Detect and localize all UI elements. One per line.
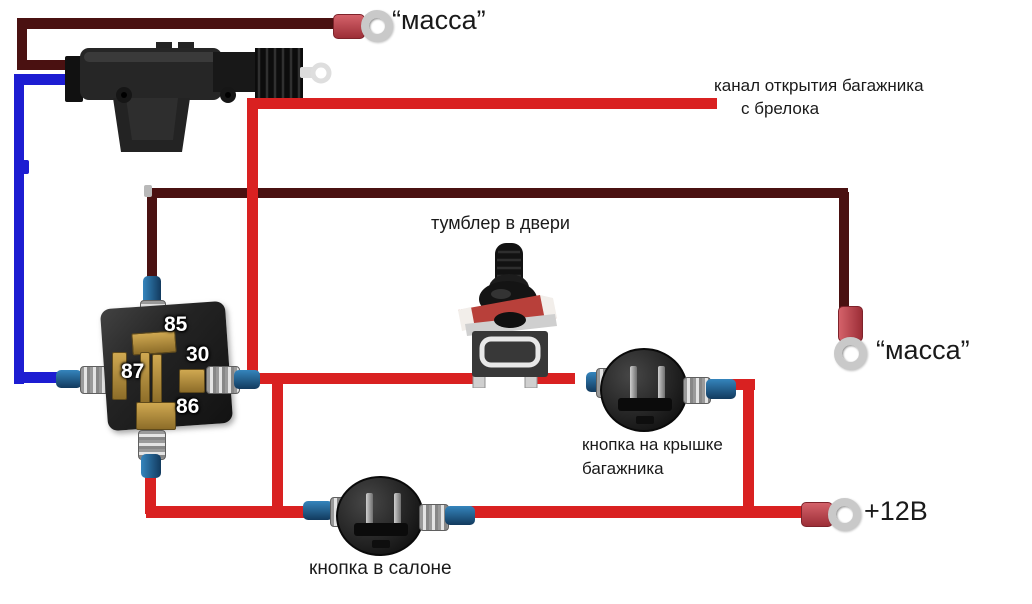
relay-pin85-terminal-sleeve — [143, 276, 161, 306]
relay-pin87-terminal-sleeve — [56, 370, 82, 388]
ground-right-ring-crimp — [838, 306, 863, 342]
cabin-button — [336, 476, 424, 556]
cabin-button-right-sleeve — [445, 506, 475, 525]
lock-actuator — [65, 42, 332, 152]
label-cabin-button: кнопка в салоне — [309, 558, 452, 579]
relay-pin-label-85: 85 — [164, 313, 188, 336]
wire-blue-splice-bump — [22, 160, 29, 174]
ground-top-ring-crimp — [333, 14, 365, 39]
ground-right-ring-terminal — [834, 337, 867, 370]
trunk-button-tab — [636, 416, 654, 424]
wire-relay30-to-toggle — [256, 373, 477, 384]
label-power-12v: +12В — [864, 496, 928, 526]
trunk-button-right-sleeve — [706, 379, 736, 399]
label-toggle-switch: тумблер в двери — [431, 213, 570, 233]
wire-actuator-blue-lead — [15, 74, 73, 85]
cabin-button-left-sleeve — [303, 501, 333, 520]
ground-top-ring-terminal — [361, 10, 393, 42]
cabin-button-tab — [372, 540, 390, 548]
relay-spade-30 — [179, 369, 205, 393]
relay-spade-center-b — [152, 354, 162, 404]
wire-mid-junction-drop — [272, 378, 283, 514]
wire-relay86-drop — [145, 474, 156, 514]
relay-spade-87 — [112, 352, 127, 400]
trunk-button-contact-post — [630, 366, 637, 404]
cabin-button-contact-post — [394, 493, 401, 529]
wire-ground-top-horizontal — [17, 18, 337, 29]
label-trunk-button-line1: кнопка на крышке — [582, 435, 723, 454]
cabin-button-contact-post — [366, 493, 373, 529]
label-ground-top: “масса” — [392, 5, 486, 35]
wire-bottom-right-to-12v — [466, 506, 808, 518]
wire-bottom-left — [146, 506, 316, 518]
wire-ground-top-vertical — [17, 18, 27, 70]
label-trunk-button-line2: багажника — [582, 459, 664, 478]
relay-pin-label-87: 87 — [121, 360, 145, 383]
toggle-switch — [458, 243, 557, 388]
wire-end-cap — [144, 185, 152, 197]
relay-pin30-terminal-sleeve — [234, 370, 260, 389]
wire-relay-coil-drop — [147, 192, 157, 280]
wire-trunk-button-drop — [743, 379, 754, 518]
relay-pin-label-30: 30 — [186, 343, 210, 366]
relay-pin-label-86: 86 — [176, 395, 200, 418]
cabin-button-right-crimp — [419, 504, 449, 531]
label-fob-channel-line2: с брелока — [741, 99, 820, 118]
relay-pin86-terminal-sleeve — [141, 454, 161, 478]
relay-spade-86 — [136, 402, 176, 430]
trunk-button-contact-post — [658, 366, 665, 404]
wire-right-ground-drop — [839, 192, 849, 312]
trunk-button-slot — [618, 398, 672, 411]
wire-blue-to-relay — [14, 372, 62, 383]
wire-toggle-to-trunk-button — [535, 373, 575, 384]
trunk-lid-button — [600, 348, 688, 432]
wire-trunk-button-out — [730, 379, 755, 390]
wire-relay-ground-horizontal — [148, 188, 848, 198]
label-ground-right: “масса” — [876, 335, 970, 365]
wire-fob-channel-drop — [247, 98, 258, 385]
wire-actuator-dark-lead — [17, 60, 75, 70]
label-fob-channel-line1: канал открытия багажника — [714, 76, 924, 95]
cabin-button-slot — [354, 523, 408, 536]
wire-blue-vertical — [14, 74, 24, 384]
power-ring-terminal — [828, 498, 861, 531]
wire-fob-channel — [252, 98, 717, 109]
